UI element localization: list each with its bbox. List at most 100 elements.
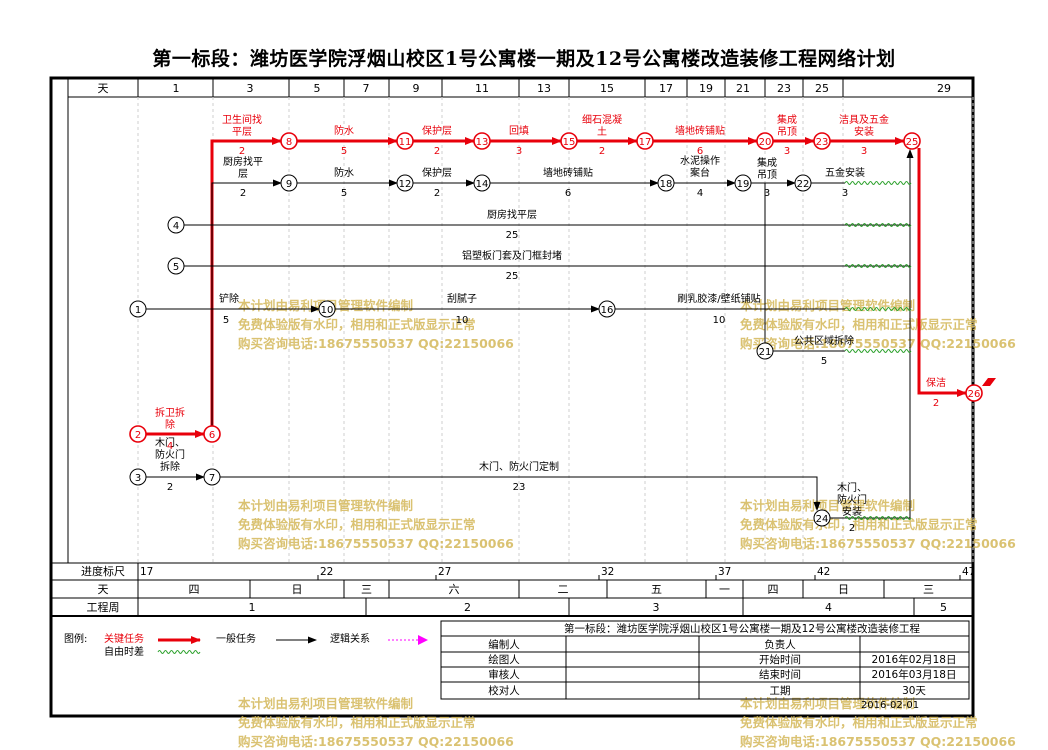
weekday-label: 天 bbox=[98, 583, 109, 596]
activity-duration: 5 bbox=[341, 188, 347, 199]
critical-arrow-25-26 bbox=[917, 148, 967, 397]
drafter-label: 绘图人 bbox=[488, 653, 520, 666]
activity-name: 铝塑板门套及门框封堵 bbox=[462, 249, 562, 262]
day-tick-label: 3 bbox=[247, 82, 254, 95]
info-header: 第一标段：潍坊医学院浮烟山校区1号公寓楼一期及12号公寓楼改造装修工程 bbox=[564, 622, 921, 635]
start-value: 2016年02月18日 bbox=[872, 653, 957, 666]
node-4 bbox=[167, 216, 185, 234]
node-label: 13 bbox=[476, 137, 489, 148]
node-6 bbox=[203, 425, 221, 443]
duration-value: 30天 bbox=[902, 685, 926, 697]
node-24 bbox=[813, 509, 831, 527]
float-line-5 bbox=[844, 264, 912, 268]
progress-tick-label: 47 bbox=[962, 566, 975, 578]
node-23 bbox=[813, 132, 831, 150]
activity-name: 集成 bbox=[757, 156, 777, 169]
activity-name: 墙地砖铺贴 bbox=[543, 166, 593, 179]
node-label: 11 bbox=[399, 137, 412, 148]
node-label: 19 bbox=[737, 179, 750, 190]
day-tick-label: 13 bbox=[537, 82, 551, 95]
activity-name: 防火门 bbox=[837, 493, 867, 506]
activity-duration: 10 bbox=[713, 315, 726, 326]
legend-normal-label: 一般任务 bbox=[216, 632, 256, 645]
weekday-cell: 五 bbox=[651, 583, 662, 596]
progress-tick-label: 17 bbox=[140, 566, 153, 578]
watermark-text: 免费体验版有水印，相用和正式版显示正常 bbox=[740, 715, 978, 730]
activity-duration: 2 bbox=[599, 146, 605, 157]
watermark-text: 免费体验版有水印，相用和正式版显示正常 bbox=[238, 517, 476, 532]
node-label: 26 bbox=[968, 389, 981, 400]
watermark-text: 免费体验版有水印，相用和正式版显示正常 bbox=[238, 317, 476, 332]
weekday-cell: 三 bbox=[361, 583, 372, 596]
activity-name: 土 bbox=[597, 125, 607, 138]
activity-name: 集成 bbox=[777, 113, 797, 126]
node-label: 24 bbox=[816, 514, 829, 525]
node-label: 15 bbox=[563, 137, 576, 148]
node-label: 1 bbox=[135, 305, 141, 316]
activity-name: 拆卫拆 bbox=[155, 406, 185, 419]
activity-name: 刮腻子 bbox=[447, 292, 477, 305]
activity-name: 木门、防火门定制 bbox=[479, 460, 559, 473]
node-label: 25 bbox=[906, 137, 919, 148]
day-tick-label: 29 bbox=[937, 82, 951, 95]
end-value: 2016年03月18日 bbox=[872, 668, 957, 681]
watermark-text: 本计划由易利项目管理软件编制 bbox=[740, 298, 915, 313]
legend-float-label: 自由时差 bbox=[104, 645, 144, 658]
node-15 bbox=[560, 132, 578, 150]
activity-name: 吊顶 bbox=[777, 126, 797, 138]
node-label: 5 bbox=[173, 262, 179, 273]
node-label: 8 bbox=[286, 137, 292, 148]
watermark-text: 本计划由易利项目管理软件编制 bbox=[740, 696, 915, 711]
progress-scale-label: 进度标尺 bbox=[81, 564, 125, 578]
node-label: 7 bbox=[209, 473, 215, 484]
activity-name: 回填 bbox=[509, 124, 529, 137]
node-5 bbox=[167, 257, 185, 275]
node-3 bbox=[129, 468, 147, 486]
node-label: 2 bbox=[135, 430, 141, 441]
node-label: 16 bbox=[601, 305, 614, 316]
activity-name: 公共区域拆除 bbox=[794, 334, 854, 347]
node-label: 20 bbox=[759, 137, 772, 148]
node-21 bbox=[756, 342, 774, 360]
node-label: 23 bbox=[816, 137, 829, 148]
activity-duration: 3 bbox=[861, 146, 867, 157]
activity-name: 木门、 bbox=[837, 481, 867, 494]
activity-duration: 2 bbox=[239, 146, 245, 157]
day-tick-label: 17 bbox=[659, 82, 673, 95]
node-1 bbox=[129, 300, 147, 318]
watermark-text: 免费体验版有水印，相用和正式版显示正常 bbox=[740, 317, 978, 332]
reviewer-label: 审核人 bbox=[488, 668, 520, 681]
watermark-text: 购买咨询电话:18675550537 QQ:22150066 bbox=[238, 734, 514, 749]
activity-name: 案台 bbox=[690, 166, 710, 179]
start-label: 开始时间 bbox=[759, 653, 801, 666]
activity-name: 刷乳胶漆/壁纸铺贴 bbox=[677, 292, 760, 305]
activity-duration: 5 bbox=[223, 315, 229, 326]
watermark-text: 免费体验版有水印，相用和正式版显示正常 bbox=[238, 715, 476, 730]
float-line-22 bbox=[844, 181, 912, 185]
critical-arrow-6-8 bbox=[210, 137, 282, 426]
activity-duration: 23 bbox=[513, 482, 526, 493]
node-label: 4 bbox=[173, 221, 179, 232]
activity-name: 保护层 bbox=[422, 166, 452, 179]
node-label: 3 bbox=[135, 473, 141, 484]
node-8 bbox=[280, 132, 298, 150]
activity-duration: 5 bbox=[821, 356, 827, 367]
watermark-text: 本计划由易利项目管理软件编制 bbox=[238, 696, 413, 711]
progress-tick-label: 32 bbox=[601, 566, 614, 578]
float-line-4 bbox=[844, 223, 912, 227]
node-label: 10 bbox=[321, 305, 334, 316]
node-label: 9 bbox=[286, 179, 292, 190]
checker-label: 校对人 bbox=[488, 684, 520, 697]
activity-duration: 2 bbox=[240, 188, 246, 199]
node-label: 12 bbox=[399, 179, 412, 190]
weekday-cell: 日 bbox=[838, 583, 849, 596]
activity-name: 平层 bbox=[232, 126, 252, 138]
activity-name: 铲除 bbox=[219, 292, 239, 305]
duration-label: 工期 bbox=[770, 685, 791, 697]
day-tick-label: 25 bbox=[815, 82, 829, 95]
day-tick-label: 15 bbox=[600, 82, 614, 95]
activity-duration: 2 bbox=[849, 523, 855, 534]
node-17 bbox=[636, 132, 654, 150]
legend-label: 图例: bbox=[64, 632, 87, 645]
